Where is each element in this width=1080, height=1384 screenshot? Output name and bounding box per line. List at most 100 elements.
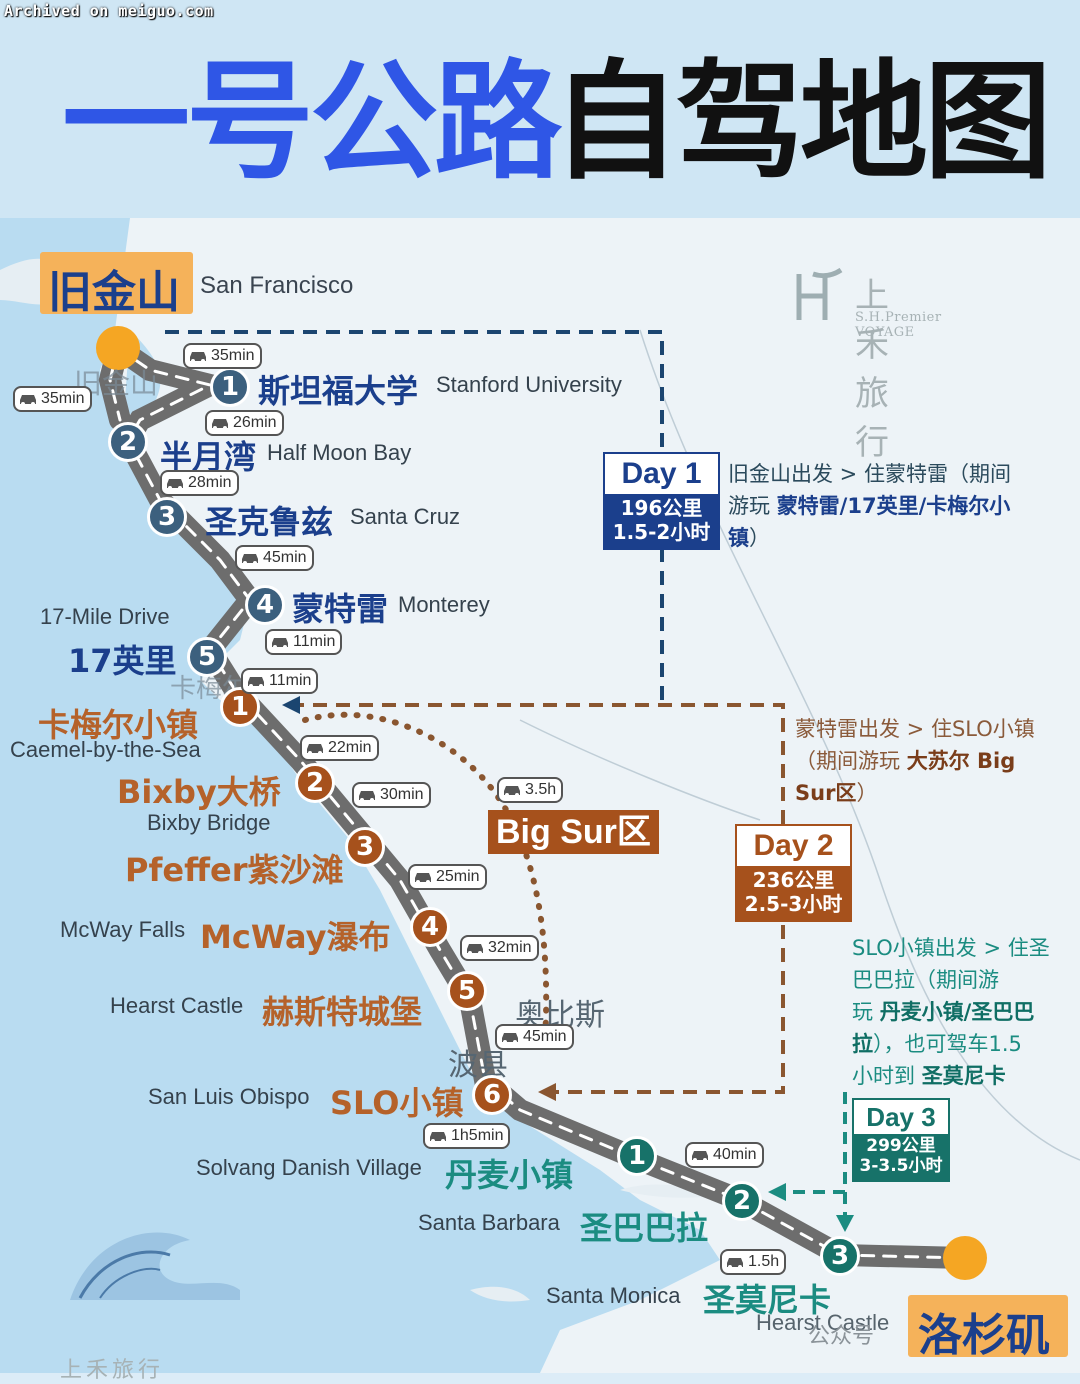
day2-stop-name: 卡梅尔小镇 xyxy=(38,706,199,744)
arrow-head xyxy=(768,1183,786,1201)
car-icon xyxy=(242,554,258,565)
day2-stop-name: SLO小镇 xyxy=(330,1084,464,1122)
day2-stop-name: McWay瀑布 xyxy=(200,918,391,956)
wave-illustration xyxy=(70,1232,240,1300)
day2-stop-name: 赫斯特城堡 xyxy=(262,993,423,1031)
day1-stop-en: Santa Cruz xyxy=(350,504,461,529)
car-icon xyxy=(167,479,183,490)
note-text: 巴巴拉（期间游 xyxy=(852,968,999,992)
day1-stop-name: 半月湾 xyxy=(160,438,257,476)
note-text: 玩 xyxy=(852,1000,880,1024)
day2-stop-name: Pfeffer紫沙滩 xyxy=(125,851,344,889)
day2-stop-en: San Luis Obispo xyxy=(148,1084,310,1109)
day1-stop-marker[interactable]: 5 xyxy=(187,637,227,677)
duration-text: 26min xyxy=(233,414,277,431)
day2-stop-marker[interactable]: 6 xyxy=(472,1075,512,1115)
end-point-los-angeles xyxy=(943,1236,987,1280)
title-part-blue: 一号公路 xyxy=(62,48,562,197)
bottom-brand: 上禾旅行 xyxy=(60,1358,165,1383)
day1-time: 1.5-2小时 xyxy=(612,520,711,544)
footer-mark: 公众号 xyxy=(808,1324,875,1349)
day2-stop-marker[interactable]: 2 xyxy=(295,763,335,803)
drive-duration-chip: 26min xyxy=(205,410,284,436)
car-icon xyxy=(692,1151,708,1162)
note-text: ） xyxy=(749,526,770,550)
note-text: 旧金山出发 > 住蒙特雷（期间 xyxy=(728,462,1011,486)
start-city-name: 旧金山 xyxy=(48,267,180,318)
day1-stop-marker[interactable]: 4 xyxy=(245,585,285,625)
car-icon xyxy=(248,677,264,688)
day3-stop-en: Solvang Danish Village xyxy=(196,1155,422,1180)
day1-note: 旧金山出发 > 住蒙特雷（期间 游玩 蒙特雷/17英里/卡梅尔小 镇） xyxy=(728,458,1058,554)
car-icon xyxy=(430,1132,446,1143)
big-sur-region-label: Big Sur区 xyxy=(488,810,659,854)
day3-title: Day 3 xyxy=(866,1102,936,1132)
duration-text: 11min xyxy=(269,672,312,689)
note-text: ） xyxy=(856,781,878,805)
duration-text: 28min xyxy=(188,474,232,491)
drive-duration-chip: 45min xyxy=(235,545,314,571)
duration-text: 45min xyxy=(263,549,307,566)
duration-text: 1h5min xyxy=(451,1127,504,1144)
car-icon xyxy=(502,1033,518,1044)
car-icon xyxy=(415,873,431,884)
day2-stop-marker[interactable]: 5 xyxy=(447,971,487,1011)
day1-stop-marker[interactable]: 1 xyxy=(210,367,250,407)
start-city-en: San Francisco xyxy=(200,272,354,299)
drive-duration-chip: 1.5h xyxy=(720,1249,787,1275)
drive-duration-chip: 28min xyxy=(160,470,239,496)
drive-duration-chip: 30min xyxy=(352,782,431,808)
note-text: ），也可驾车1.5 xyxy=(873,1032,1022,1056)
arrow-head xyxy=(282,696,300,714)
day1-stop-name: 17英里 xyxy=(68,642,177,680)
note-text: （期间游玩 xyxy=(795,749,907,773)
start-city-box: 旧金山 xyxy=(40,252,193,318)
day1-stop-en: 17-Mile Drive xyxy=(40,604,170,629)
day3-stop-marker[interactable]: 1 xyxy=(617,1136,657,1176)
car-icon xyxy=(504,786,520,797)
day3-stop-marker[interactable]: 3 xyxy=(820,1236,860,1276)
day3-note: SLO小镇出发 > 住圣 巴巴拉（期间游 玩 丹麦小镇/圣巴巴 拉），也可驾车1… xyxy=(852,932,1072,1092)
county-line xyxy=(519,719,761,821)
day2-stop-marker[interactable]: 3 xyxy=(345,827,385,867)
arrow-head xyxy=(836,1215,854,1232)
day3-time: 3-3.5小时 xyxy=(859,1156,943,1176)
day3-stop-marker[interactable]: 2 xyxy=(722,1181,762,1221)
day2-time: 2.5-3小时 xyxy=(744,892,843,916)
day3-distance: 299公里 xyxy=(866,1136,936,1156)
island-2 xyxy=(470,1286,530,1302)
drive-duration-chip: 11min xyxy=(241,668,319,694)
start-point-san-francisco xyxy=(96,326,140,370)
duration-text: 22min xyxy=(328,739,372,756)
day2-title: Day 2 xyxy=(753,829,834,862)
day1-stop-name: 蒙特雷 xyxy=(292,590,389,628)
land-mass xyxy=(100,218,1080,1373)
day1-stop-en: Monterey xyxy=(398,592,490,617)
day2-note: 蒙特雷出发 > 住SLO小镇 （期间游玩 大苏尔 Big Sur区） xyxy=(795,713,1070,809)
drive-duration-chip: 45min xyxy=(495,1024,574,1050)
day3-stop-name: 圣巴巴拉 xyxy=(580,1209,709,1247)
day1-stop-marker[interactable]: 2 xyxy=(108,422,148,462)
duration-text: 30min xyxy=(380,786,424,803)
note-highlight: 圣莫尼卡 xyxy=(921,1064,1006,1088)
end-city-box: 洛杉矶 xyxy=(908,1295,1068,1361)
day3-stop-en: Santa Monica xyxy=(546,1283,681,1308)
header-banner xyxy=(0,0,1080,218)
car-icon xyxy=(20,395,36,406)
day1-stop-marker[interactable]: 3 xyxy=(147,497,187,537)
note-text: 游玩 xyxy=(728,494,777,518)
car-icon xyxy=(359,791,375,802)
drive-duration-chip: 35min xyxy=(13,386,92,412)
map-bg-label: Hearst Castle xyxy=(756,1310,890,1335)
day2-stop-en: Hearst Castle xyxy=(110,993,244,1018)
duration-text: 40min xyxy=(713,1146,757,1163)
day2-route-dashed xyxy=(290,703,785,1094)
car-icon xyxy=(467,944,483,955)
day2-stop-marker[interactable]: 4 xyxy=(410,907,450,947)
day1-title: Day 1 xyxy=(621,457,702,490)
brand-name: 上禾旅行 xyxy=(855,276,895,463)
end-city-name: 洛杉矶 xyxy=(918,1310,1050,1361)
note-text: SLO小镇出发 > 住圣 xyxy=(852,936,1050,960)
drive-duration-chip: 35min xyxy=(183,343,262,369)
note-highlight: Sur区 xyxy=(795,781,857,805)
